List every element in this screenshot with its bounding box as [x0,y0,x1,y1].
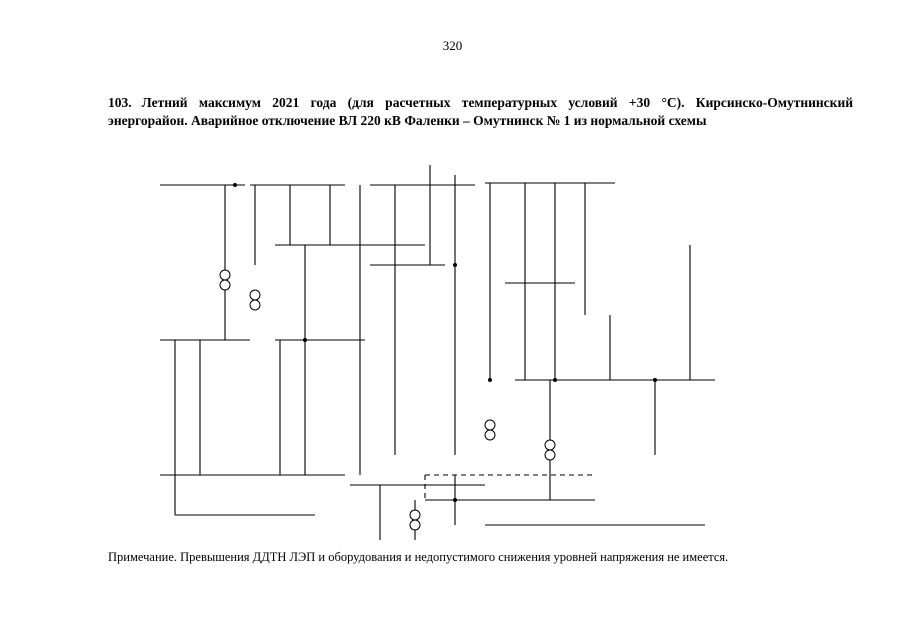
heading-text: Летний максимум 2021 года (для расчетных… [108,95,853,128]
node-dot [303,338,307,342]
node-dot [553,378,557,382]
transformer-symbol [219,279,231,291]
transformer-symbol [249,299,261,311]
page-heading: 103.Летний максимум 2021 года (для расче… [108,94,853,130]
transformer-symbol [484,419,496,431]
transformer-symbol [409,519,421,531]
transformer-symbol [249,289,261,301]
network-schematic [160,165,715,540]
transformer-symbol [544,449,556,461]
heading-number: 103. [108,95,132,110]
page-number: 320 [442,38,463,53]
transformer-symbol [544,439,556,451]
node-dot [453,263,457,267]
transformer-symbol [484,429,496,441]
transformer-symbol [219,269,231,281]
transformer-symbol [409,509,421,521]
footnote: Примечание. Превышения ДДТН ЛЭП и оборуд… [108,550,729,564]
node-dot [453,498,457,502]
node-dot [488,378,492,382]
node-dot [233,183,237,187]
node-dot [653,378,657,382]
